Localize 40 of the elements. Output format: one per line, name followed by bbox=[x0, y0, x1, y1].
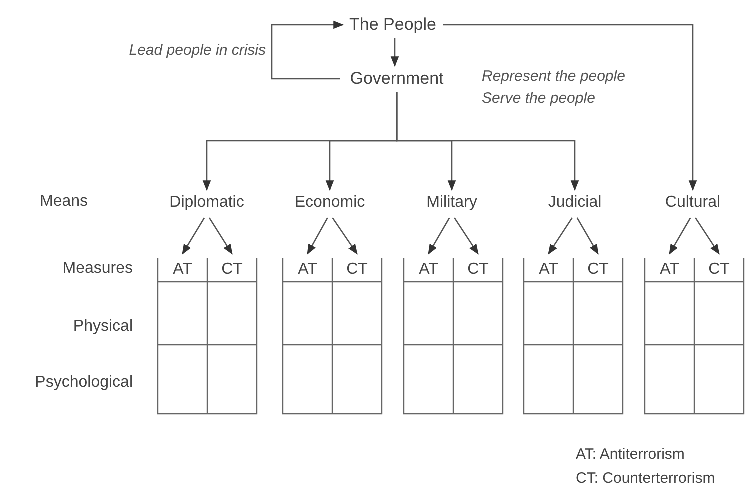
means-label: Cultural bbox=[643, 190, 743, 216]
node-label: The People bbox=[343, 12, 443, 38]
column-header: AT bbox=[158, 258, 208, 282]
edge-label: Lead people in crisis bbox=[129, 42, 266, 59]
column-header: AT bbox=[404, 258, 454, 282]
arrow bbox=[548, 218, 573, 255]
arrow bbox=[396, 92, 580, 192]
arrow bbox=[208, 218, 233, 255]
arrow bbox=[695, 218, 720, 255]
arrow bbox=[454, 218, 479, 255]
column-header: CT bbox=[454, 258, 503, 282]
arrow bbox=[443, 24, 698, 192]
means-label: Diplomatic bbox=[157, 190, 257, 216]
column-header: CT bbox=[332, 258, 382, 282]
column-header: AT bbox=[524, 258, 574, 282]
row-label: Means bbox=[40, 193, 88, 211]
row-label: Measures bbox=[62, 260, 133, 278]
arrow bbox=[332, 218, 358, 255]
column-header: CT bbox=[208, 258, 257, 282]
annotation-text: Represent the people bbox=[482, 68, 626, 85]
arrow bbox=[576, 218, 599, 255]
row-label: Physical bbox=[73, 318, 133, 336]
arrow bbox=[428, 218, 450, 255]
means-label: Military bbox=[402, 190, 502, 216]
column-header: AT bbox=[645, 258, 694, 282]
arrow bbox=[271, 20, 344, 80]
key-text: CT: Counterterrorism bbox=[576, 470, 716, 487]
key-text: AT: Antiterrorism bbox=[576, 446, 685, 463]
column-header: CT bbox=[574, 258, 623, 282]
means-label: Economic bbox=[280, 190, 380, 216]
column-header: CT bbox=[694, 258, 744, 282]
row-label: Psychological bbox=[35, 374, 133, 392]
node-label: Government bbox=[340, 66, 454, 92]
arrow bbox=[390, 38, 400, 68]
arrow bbox=[182, 218, 206, 255]
means-label: Judicial bbox=[525, 190, 625, 216]
arrow bbox=[669, 218, 692, 255]
annotation-text: Serve the people bbox=[482, 90, 596, 107]
arrow bbox=[307, 218, 328, 255]
column-header: AT bbox=[283, 258, 332, 282]
